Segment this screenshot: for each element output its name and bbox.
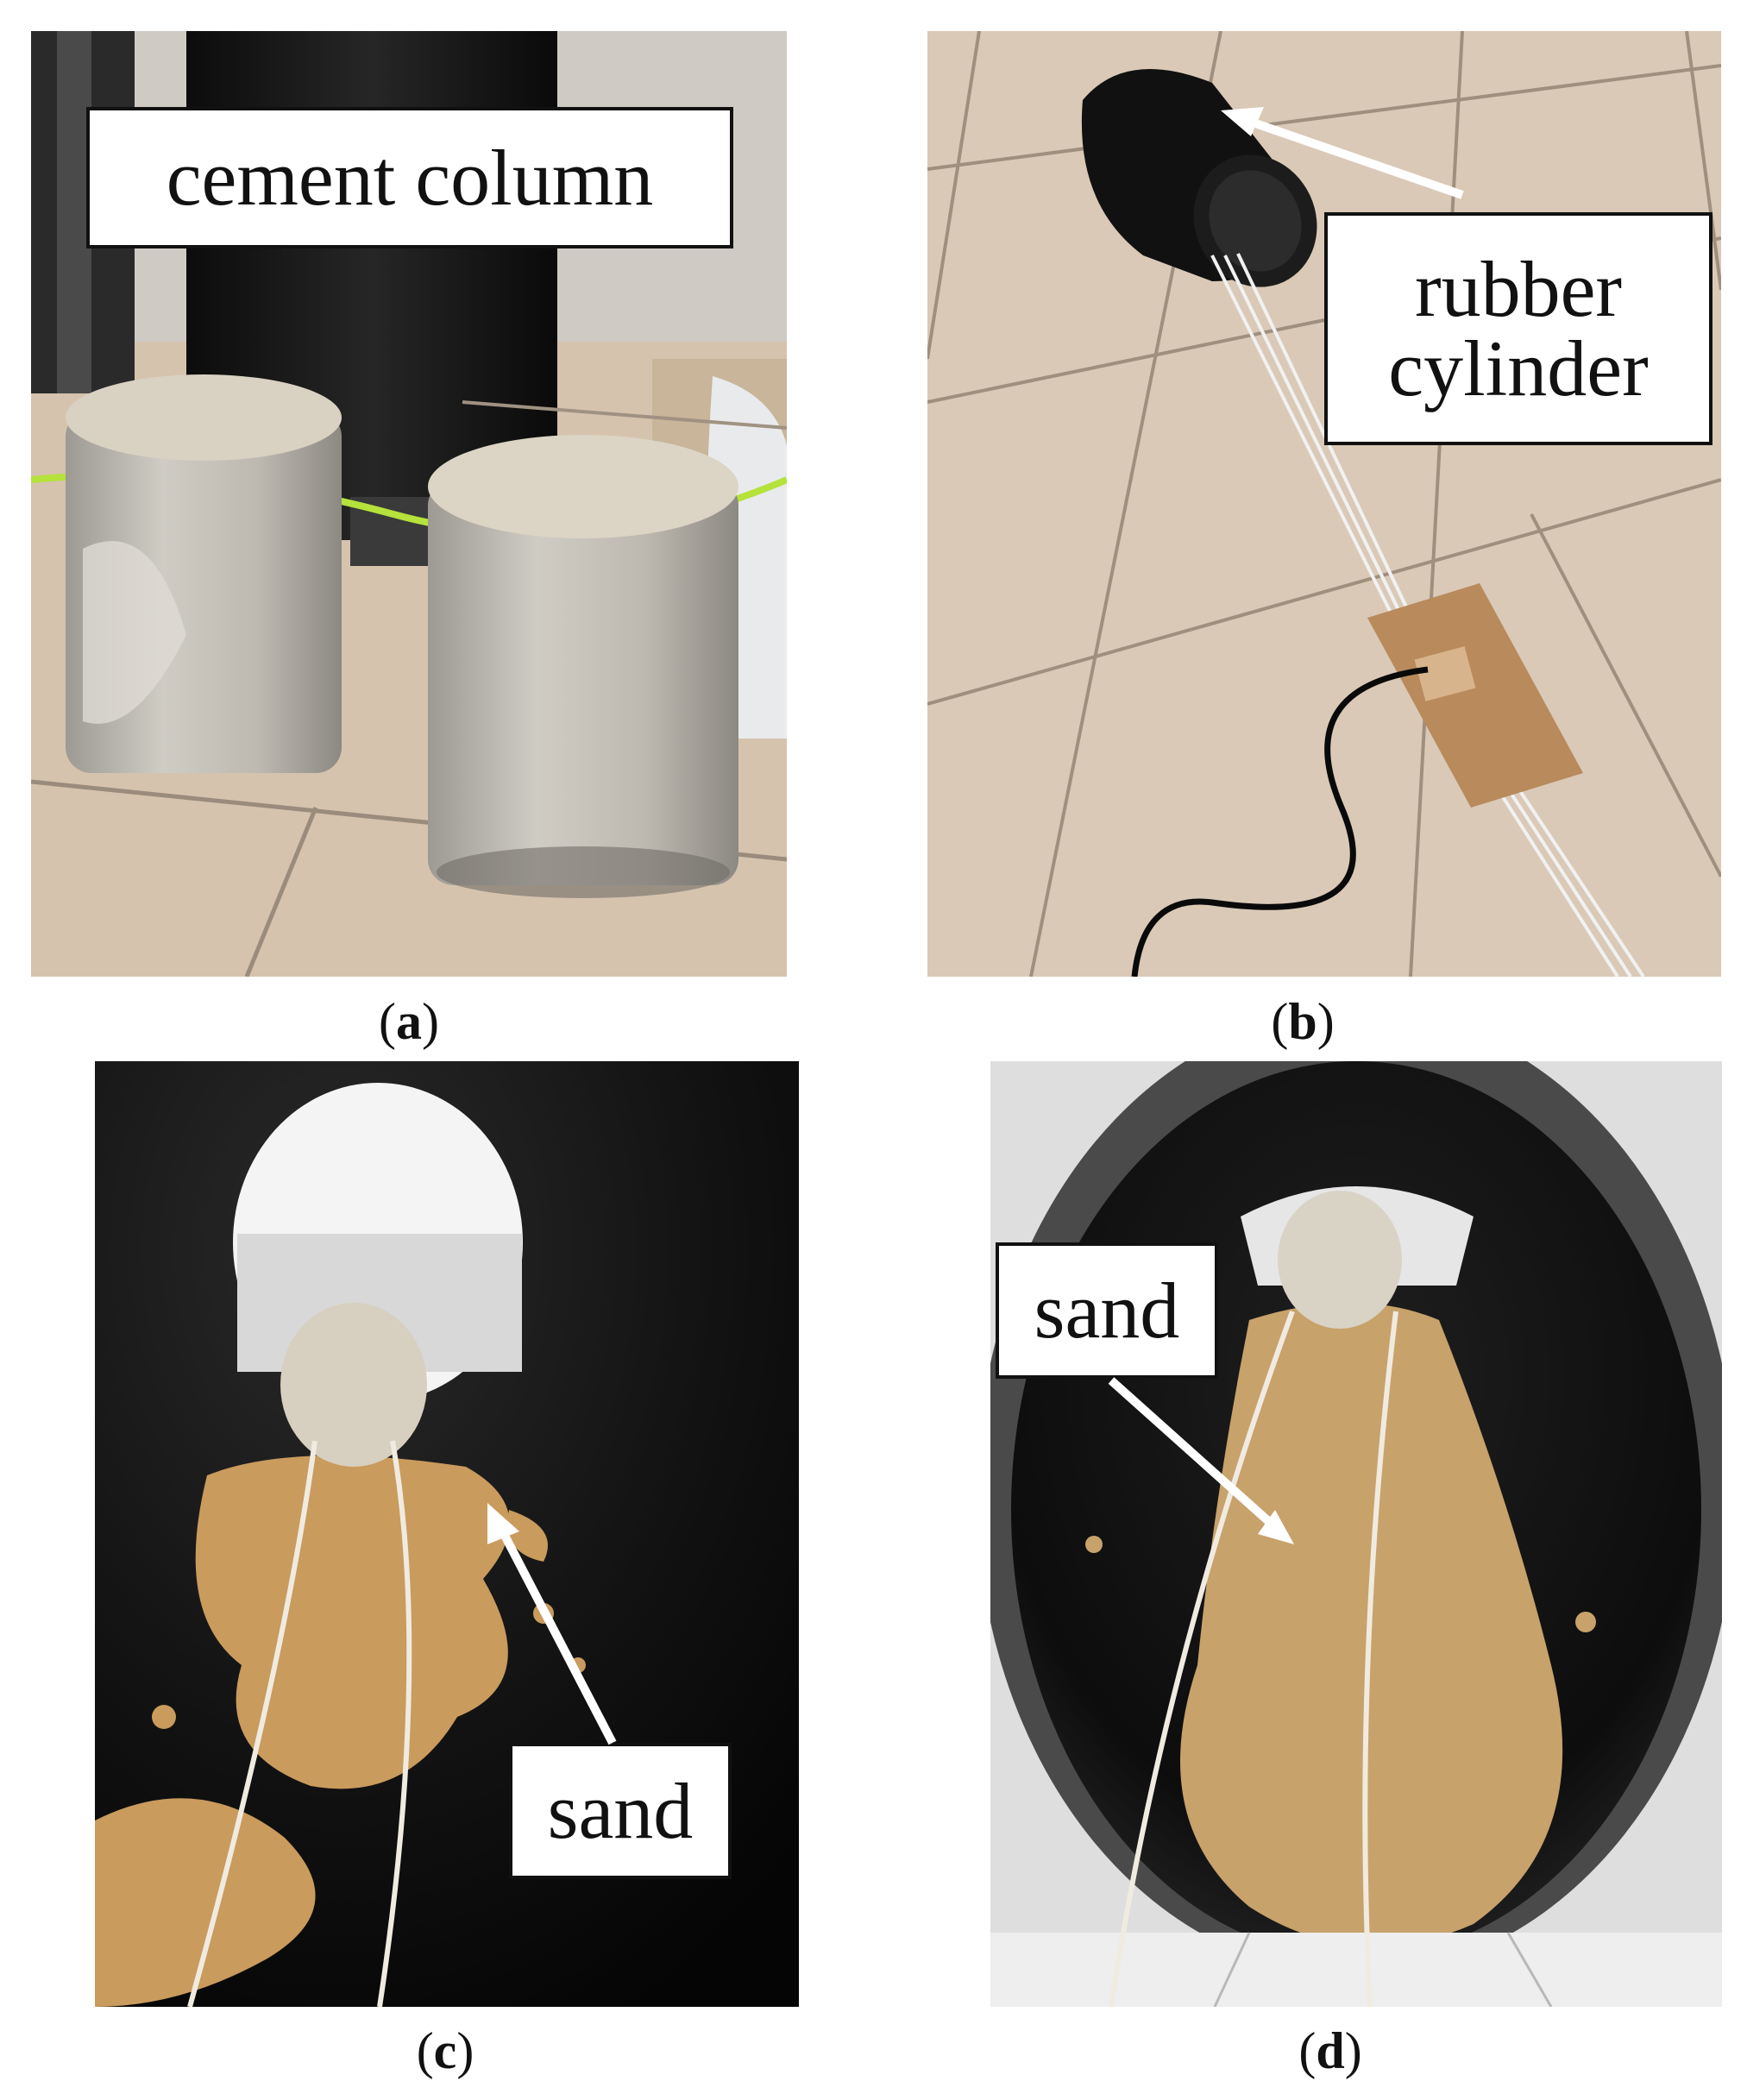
pipe-with-sand-photo-d [990, 1061, 1722, 2007]
label-cement-column: cement column [86, 107, 733, 248]
sand-pile [95, 1456, 586, 2007]
label-text-line1: rubber [1414, 245, 1623, 333]
cement-cylinder-right [428, 480, 738, 885]
caption-c: (c) [416, 2022, 474, 2079]
label-text: sand [1034, 1267, 1180, 1355]
label-text: cement column [166, 134, 654, 222]
cement-core [1278, 1191, 1402, 1329]
photo-panel-b: rubber cylinder [927, 31, 1721, 977]
rubber-cylinder-photo [927, 31, 1721, 977]
label-text-line2: cylinder [1388, 324, 1649, 412]
cement-core [280, 1303, 427, 1467]
caption-a: (a) [379, 993, 439, 1050]
caption-d: (d) [1298, 2022, 1362, 2079]
label-sand-d: sand [996, 1242, 1218, 1379]
caption-b: (b) [1271, 993, 1335, 1050]
photo-panel-c: sand [95, 1061, 799, 2007]
photo-panel-d: sand [990, 1061, 1722, 2007]
label-sand-c: sand [509, 1743, 732, 1879]
label-rubber-cylinder: rubber cylinder [1324, 212, 1712, 445]
load-sensor-board [1367, 583, 1583, 808]
label-text: sand [547, 1767, 694, 1855]
photo-panel-a: cement column [31, 31, 787, 977]
